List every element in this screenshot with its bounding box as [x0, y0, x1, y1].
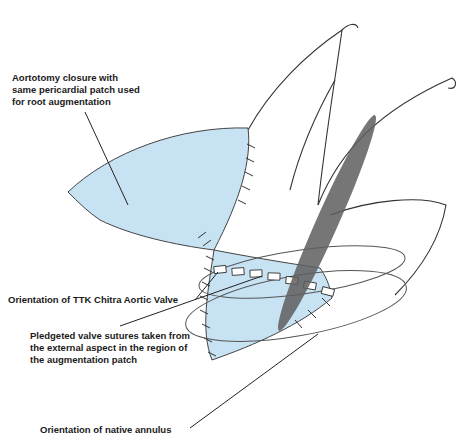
coronary-shadow [269, 111, 385, 336]
callout-label: Orientation of TTK Chitra Aortic Valve [8, 294, 208, 306]
cusp-line [290, 80, 335, 190]
aortic-wall [248, 30, 342, 205]
callout-label: Orientation of native annulus [40, 424, 210, 436]
pericardial-patch [68, 128, 249, 250]
leader-lines [85, 112, 318, 428]
aortic-wall [330, 200, 446, 295]
callout-label: Aortotomy closure with same pericardial … [12, 72, 140, 108]
callout-label: Pledgeted valve sutures taken from the e… [30, 330, 190, 366]
aortic-wall [342, 24, 358, 30]
